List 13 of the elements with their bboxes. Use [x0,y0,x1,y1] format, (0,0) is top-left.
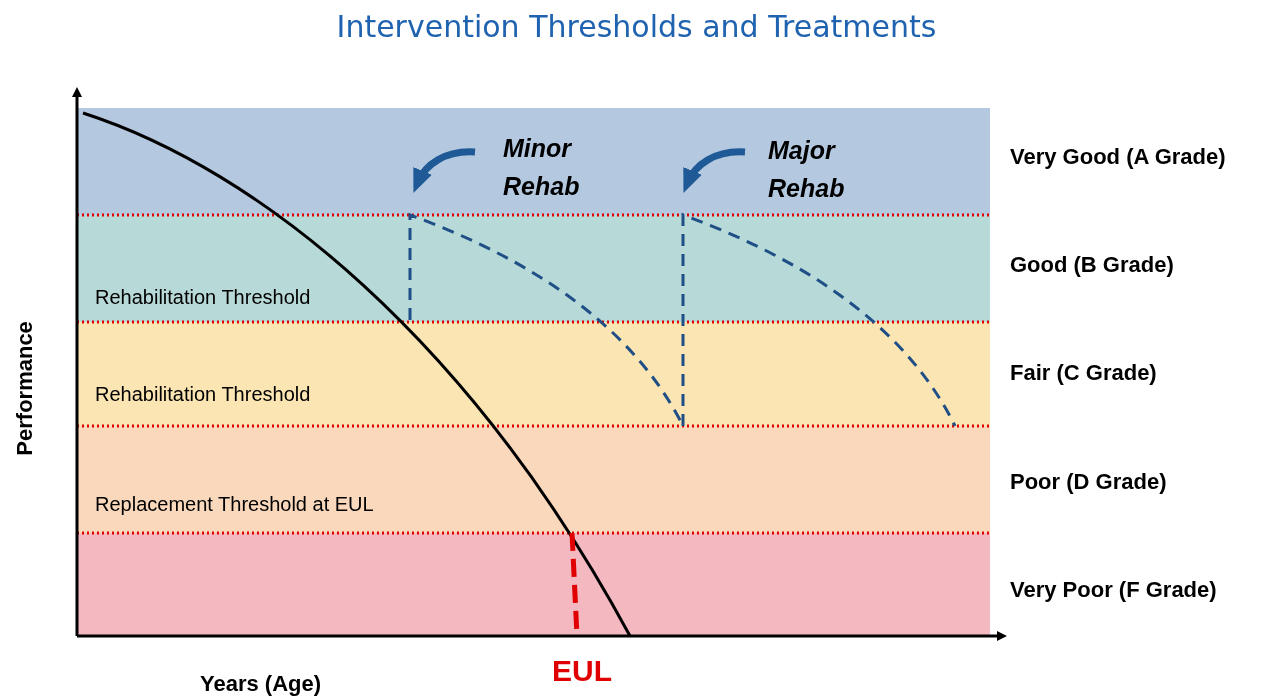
grade-label: Fair (C Grade) [1010,360,1157,386]
eul-label: EUL [552,654,612,689]
rehab-label: Minor Rehab [503,133,581,202]
grade-label: Poor (D Grade) [1010,469,1167,495]
chart-title: Intervention Thresholds and Treatments [335,10,938,45]
threshold-label: Rehabilitation Threshold [95,286,311,309]
grade-label: Very Good (A Grade) [1010,144,1226,170]
rehab-label: Major Rehab [768,135,846,204]
threshold-label: Replacement Threshold at EUL [95,493,374,516]
grade-label: Very Poor (F Grade) [1010,577,1217,603]
axis-label: Years (Age) [200,671,322,697]
grade-label: Good (B Grade) [1010,252,1174,278]
threshold-label: Rehabilitation Threshold [95,383,311,406]
